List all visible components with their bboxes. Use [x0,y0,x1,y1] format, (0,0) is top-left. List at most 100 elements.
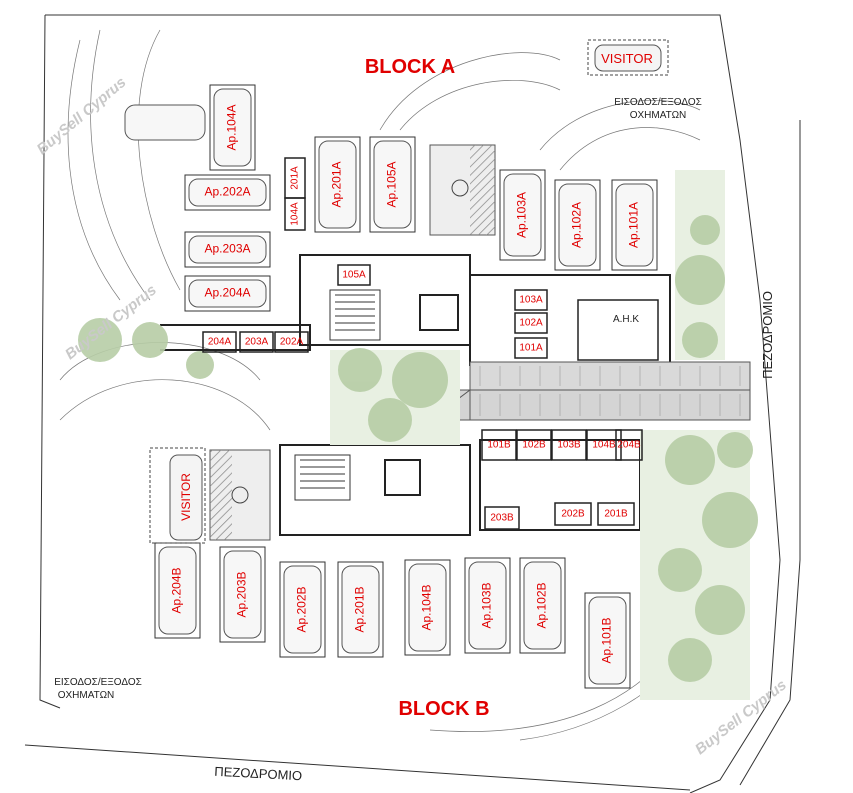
parking-space-ap-201b: Ap.201B [337,561,384,658]
parking-bay [611,179,658,271]
parking-space-ap-203a: Ap.203A [184,231,271,268]
car-icon [188,279,267,308]
parking-bay [337,561,384,658]
entrance-label-bottom-line2: ΟΧΗΜΑΤΩΝ [58,690,115,701]
storage-label: 104A [290,202,301,226]
parking-label: Ap.102B [535,582,549,628]
block-a-title: BLOCK A [365,56,455,78]
parking-bay [184,231,271,268]
car-icon [283,565,322,654]
storage-outline [239,331,274,353]
car-icon [588,596,627,685]
storage-label: 104B [592,440,616,451]
storage-outline [514,289,548,311]
parking-bay [584,592,631,689]
parking-bay [404,559,451,656]
storage-label: 202B [561,509,585,520]
parking-bay [314,136,361,233]
parking-label: Ap.202A [204,185,250,199]
entrance-label-top-line2: ΟΧΗΜΑΤΩΝ [630,110,687,121]
car-icon [213,88,252,167]
storage-room-102a: 102A [514,312,548,334]
storage-outline [551,429,587,461]
car-icon [223,550,262,639]
storage-outline [337,264,371,286]
visitor-spot-bottom: VISITOR [149,447,206,544]
parking-label: Ap.204A [204,286,250,300]
block-b-title: BLOCK B [398,698,489,720]
storage-outline [597,502,635,526]
storage-label: 203B [490,513,514,524]
storage-label: 203A [245,337,269,348]
parking-space-ap-104b: Ap.104B [404,559,451,656]
car-icon [468,561,507,650]
car-icon [341,565,380,654]
parking-label: Ap.203B [235,571,249,617]
car-icon [558,183,597,267]
storage-label: 103A [519,295,543,306]
storage-room-104b: 104B [586,429,622,461]
site-outline [24,14,801,793]
parking-bay [519,557,566,654]
storage-room-202b: 202B [554,502,592,526]
parking-bay [184,275,271,312]
storage-outline [481,429,517,461]
car-icon [523,561,562,650]
parking-label: Ap.105A [385,161,399,207]
storage-label: 201A [290,166,301,190]
parking-bay [464,557,511,654]
entrance-label-top-line1: ΕΙΣΟΔΟΣ/ΕΞΟΔΟΣ [614,97,702,108]
car-icon [318,140,357,229]
storage-room-101b: 101B [481,429,517,461]
storage-outline [274,331,309,353]
parking-label: Ap.103A [515,192,529,238]
parking-bay [209,84,256,171]
storage-label: 105A [342,270,366,281]
storage-room-102b: 102B [516,429,552,461]
car-icon [188,235,267,264]
parking-space-ap-201a: Ap.201A [314,136,361,233]
storage-label: 204B [617,440,641,451]
storage-outline [514,312,548,334]
lifts [384,294,459,496]
parking-space-ap-105a: Ap.105A [369,136,416,233]
parking-label: Ap.101B [600,617,614,663]
storage-outline [615,429,643,461]
parking-label: Ap.202B [295,586,309,632]
storage-room-203b: 203B [484,506,520,530]
storage-room-204a: 204A [202,331,237,353]
car-icon [408,563,447,652]
parking-bay [369,136,416,233]
storage-room-203a: 203A [239,331,274,353]
parking-bay [219,546,266,643]
storage-room-202a: 202A [274,331,309,353]
watermark-top-left: BuySell Cyprus [34,74,130,158]
parking-label: Ap.101A [627,202,641,248]
storage-label: 101B [487,440,511,451]
car-icon [124,104,206,141]
parking-space-ap-101b: Ap.101B [584,592,631,689]
entrance-label-bottom-line1: ΕΙΣΟΔΟΣ/ΕΞΟΔΟΣ [54,677,142,688]
parking-bay [184,174,271,211]
parking-bay [499,169,546,261]
car-icon [188,178,267,207]
storage-label: 204A [208,337,232,348]
car-icon [373,140,412,229]
parking-bay [279,561,326,658]
storage-room-103b: 103B [551,429,587,461]
parking-label: Ap.201B [353,586,367,632]
storage-outline [284,197,306,231]
parking-space-ap-103a: Ap.103A [499,169,546,261]
parking-space-ap-203b: Ap.203B [219,546,266,643]
parking-space-ap-202a: Ap.202A [184,174,271,211]
storage-label: 201B [604,509,628,520]
parking-space-ap-204a: Ap.204A [184,275,271,312]
car-icon [615,183,654,267]
storage-label: 102B [522,440,546,451]
parking-label: Ap.204B [170,567,184,613]
storage-outline [554,502,592,526]
parking-label: Ap.201A [330,161,344,207]
car-icon [158,546,197,635]
